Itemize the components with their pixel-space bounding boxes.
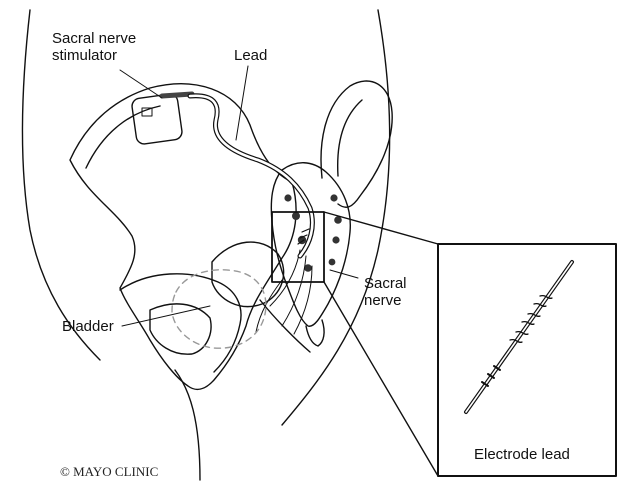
highlight-box — [271, 211, 325, 283]
right-iliac-wing — [320, 80, 393, 208]
label-bladder: Bladder — [62, 318, 114, 335]
inset-electrode-tines — [509, 294, 553, 344]
leader-stimulator — [119, 69, 163, 99]
leader-sacral-nerve — [329, 269, 359, 279]
iliac-wing — [69, 83, 297, 391]
label-sacral-nerve-stimulator: Sacral nerve stimulator — [52, 30, 136, 64]
iliac-crest-inner — [85, 105, 161, 169]
label-lead: Lead — [234, 47, 268, 64]
femur-neck — [259, 299, 311, 353]
sacrum — [270, 162, 351, 327]
lead-wire-inner — [188, 94, 314, 258]
thigh-outline — [174, 369, 201, 481]
bladder-outline — [171, 269, 267, 349]
leader-bladder — [121, 305, 211, 327]
label-sacral-line2: nerve — [364, 292, 402, 309]
obturator-foramen — [149, 303, 212, 355]
leader-lead — [235, 65, 249, 141]
label-electrode-lead: Electrode lead — [474, 446, 570, 463]
sacral-nerve-branch-1 — [269, 249, 301, 307]
body-outline-right — [281, 9, 391, 426]
label-stimulator-line2: stimulator — [52, 47, 118, 64]
stimulator-window — [141, 107, 153, 117]
connector-line-bottom — [323, 281, 439, 477]
inset-electrode-bands — [481, 365, 501, 387]
inset-electrode-lead-highlight — [465, 261, 573, 413]
connector-line-top — [323, 211, 439, 245]
label-stimulator-line1: Sacral nerve — [52, 30, 137, 47]
electrode-coils — [297, 228, 310, 245]
body-outline-left — [21, 9, 101, 361]
copyright-mayo-clinic: © MAYO CLINIC — [60, 464, 159, 479]
pubic-bone — [119, 273, 242, 373]
sacral-nerve-branch-3 — [293, 265, 313, 335]
coccyx — [305, 319, 325, 347]
stimulator-device — [131, 93, 183, 145]
label-sacral-nerve: Sacral nerve — [364, 275, 407, 309]
right-iliac-inner — [337, 99, 363, 177]
stimulator-header — [159, 91, 195, 99]
label-sacral-line1: Sacral — [364, 275, 407, 292]
inset-box — [437, 243, 617, 477]
sacral-nerve-branch-2 — [281, 255, 307, 327]
sacral-nerve-branch-4 — [255, 279, 283, 333]
